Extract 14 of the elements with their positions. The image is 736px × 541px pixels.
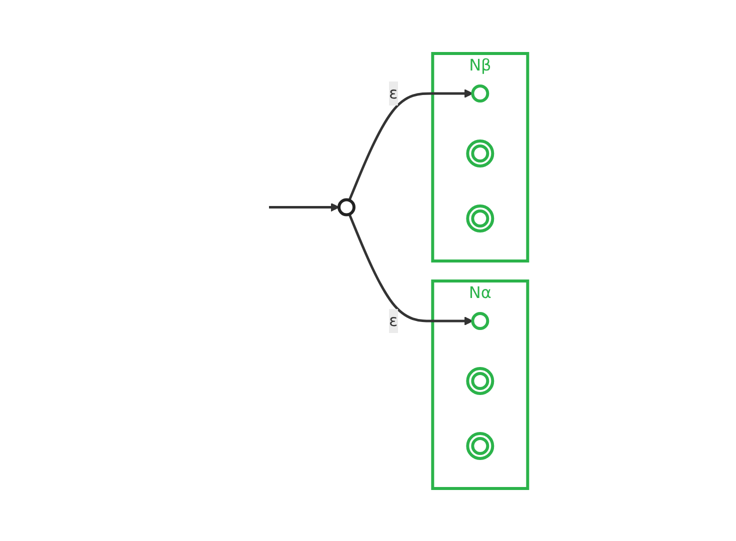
edge-label: ε xyxy=(388,83,398,102)
node-circle xyxy=(470,312,489,330)
arrow xyxy=(348,88,473,200)
arrow xyxy=(348,213,473,325)
edge-label: ε xyxy=(388,310,398,330)
node-circle xyxy=(466,204,494,232)
node-circle xyxy=(466,366,494,394)
node-circle xyxy=(466,432,494,460)
node-circle xyxy=(470,84,489,102)
cluster: Nβ xyxy=(430,52,529,262)
cluster: Nα xyxy=(430,279,529,490)
arrow xyxy=(268,202,340,212)
node-circle xyxy=(337,198,356,216)
node-circle xyxy=(466,139,494,167)
